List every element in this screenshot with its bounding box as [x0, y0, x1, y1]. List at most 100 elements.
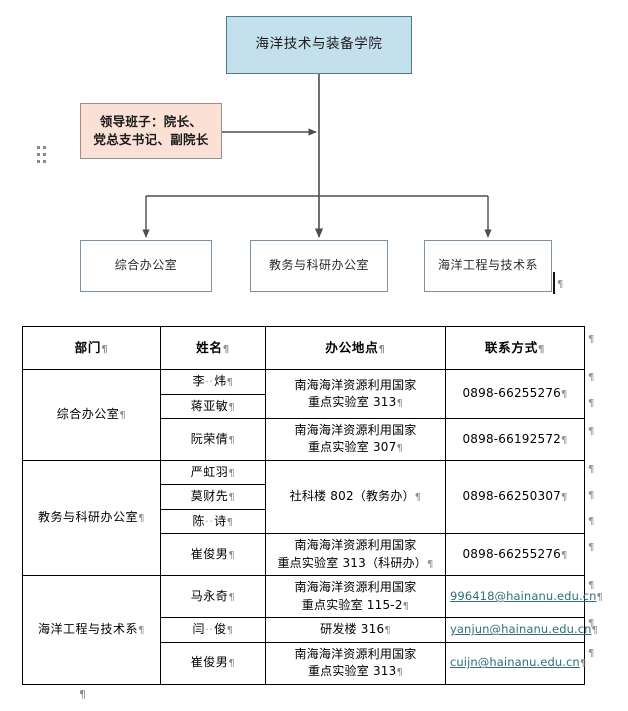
node-dept-label: 海洋工程与技术系: [437, 258, 538, 273]
place-line: 南海海洋资源利用国家: [294, 377, 417, 392]
cell-name: 严虹羽¶: [160, 459, 266, 486]
email-link[interactable]: yanjun@hainanu.edu.cn: [450, 622, 592, 637]
paragraph-mark-icon: ¶: [588, 618, 595, 629]
node-dept-marine-engineering[interactable]: 海洋工程与技术系: [424, 240, 552, 292]
cell-name: 蒋亚敏¶: [160, 393, 266, 419]
table-row: 崔俊男¶ 南海海洋资源利用国家重点实验室 313¶ cuijn@hainanu.…: [23, 641, 587, 685]
place-line: 重点实验室 307: [307, 440, 397, 455]
paragraph-mark-icon: ¶: [561, 492, 568, 504]
cell-department: 综合办公室¶: [22, 369, 161, 461]
cell-office-location: 南海海洋资源利用国家重点实验室 313（科研办）¶: [265, 533, 446, 577]
paragraph-mark-icon: ¶: [561, 550, 568, 562]
paragraph-mark-icon: ¶: [588, 426, 595, 437]
paragraph-mark-icon: ¶: [414, 492, 422, 504]
paragraph-mark-icon: ¶: [79, 688, 86, 701]
cell-contact: yanjun@hainanu.edu.cn¶: [445, 617, 598, 643]
table-row: 蒋亚敏¶: [23, 393, 585, 419]
drag-dot: [37, 146, 40, 149]
paragraph-mark-icon: ¶: [228, 492, 236, 504]
paragraph-mark-icon: ¶: [228, 467, 236, 479]
paragraph-mark-icon: ¶: [228, 658, 236, 670]
cell-office-location: 南海海洋资源利用国家重点实验室 115-2¶: [265, 575, 446, 619]
cell-contact: 0898-66250307¶: [445, 459, 585, 535]
node-dept-general-office[interactable]: 综合办公室: [80, 240, 212, 292]
paragraph-mark-icon: ¶: [588, 516, 595, 527]
name-text: 陈: [192, 513, 206, 528]
space-dots: ··: [205, 514, 215, 528]
name-text: 阮荣倩: [190, 431, 229, 446]
org-flowchart: 海洋技术与装备学院 领导班子：院长、 党总支书记、副院长 综合办公室 教务与科研…: [0, 0, 628, 318]
table-row: 教务与科研办公室¶ 严虹羽¶ 社科楼 802（教务办）¶ 0898-662503…: [22, 459, 585, 577]
paragraph-mark-icon: ¶: [588, 464, 595, 475]
department-text: 海洋工程与技术系: [38, 622, 139, 637]
place-line: 研发楼 316: [320, 622, 385, 637]
name-text: 李: [192, 374, 206, 388]
phone-text: 0898-66192572: [462, 431, 561, 446]
table-row: 综合办公室¶ 李··炜¶ 南海海洋资源利用国家重点实验室 313¶ 0898-6…: [22, 369, 585, 461]
department-text: 综合办公室: [56, 407, 120, 422]
node-dept-academic-research-office[interactable]: 教务与科研办公室: [250, 240, 388, 292]
paragraph-mark-icon: ¶: [588, 334, 595, 345]
cell-name: 马永奇¶: [160, 575, 266, 619]
paragraph-mark-icon: ¶: [138, 513, 145, 525]
name-text: 蒋亚敏: [190, 398, 229, 413]
paragraph-mark-icon: ¶: [588, 372, 595, 383]
paragraph-mark-icon: ¶: [426, 558, 434, 570]
table-row: 阮荣倩¶ 南海海洋资源利用国家重点实验室 307¶ 0898-66192572¶: [23, 418, 585, 461]
header-text: 联系方式: [484, 339, 539, 355]
table-row: 莫财先¶: [23, 484, 585, 510]
email-link[interactable]: 996418@hainanu.edu.cn: [450, 588, 597, 603]
paragraph-mark-icon: ¶: [588, 398, 595, 409]
paragraph-mark-icon: ¶: [591, 625, 599, 637]
node-root-college[interactable]: 海洋技术与装备学院: [226, 16, 412, 74]
space-dots: ··: [205, 623, 215, 637]
cell-contact: cuijn@hainanu.edu.cn¶: [445, 641, 587, 685]
name-text: 俊: [214, 622, 227, 637]
cell-office-location: 社科楼 802（教务办）¶: [265, 459, 446, 535]
place-line: 南海海洋资源利用国家: [294, 580, 417, 595]
name-text: 闫: [192, 622, 206, 637]
paragraph-mark-icon: ¶: [588, 580, 595, 591]
table-row: 闫··俊¶ 研发楼 316¶ yanjun@hainanu.edu.cn¶: [23, 617, 598, 643]
cell-contact: 0898-66255276¶: [445, 369, 585, 419]
paragraph-mark-icon: ¶: [228, 591, 236, 603]
cell-name: 闫··俊¶: [160, 617, 266, 643]
column-header-department: 部门¶: [22, 326, 161, 370]
node-dept-label: 教务与科研办公室: [268, 258, 369, 273]
paragraph-mark-icon: ¶: [119, 410, 127, 422]
paragraph-mark-icon: ¶: [378, 343, 386, 355]
paragraph-mark-icon: ¶: [222, 343, 230, 355]
cell-name: 莫财先¶: [160, 484, 266, 510]
place-line: 南海海洋资源利用国家: [294, 423, 417, 437]
name-text: 严虹羽: [190, 464, 229, 479]
drag-dot: [43, 153, 46, 156]
name-text: 崔俊男: [190, 547, 229, 562]
cell-department: 海洋工程与技术系¶: [22, 575, 161, 685]
paragraph-mark-icon: ¶: [396, 667, 404, 679]
place-line: 南海海洋资源利用国家: [294, 538, 417, 553]
paragraph-mark-icon: ¶: [226, 625, 234, 637]
email-link[interactable]: cuijn@hainanu.edu.cn: [450, 655, 580, 670]
header-text: 办公地点: [325, 339, 379, 355]
column-header-name: 姓名¶: [160, 326, 266, 370]
paragraph-mark-icon: ¶: [228, 401, 236, 413]
drag-handle-icon[interactable]: [37, 146, 46, 165]
paragraph-mark-icon: ¶: [226, 516, 234, 528]
place-line: 重点实验室 313: [307, 394, 397, 409]
cell-name: 阮荣倩¶: [160, 418, 266, 461]
cell-contact: 0898-66255276¶: [445, 533, 585, 577]
paragraph-mark-icon: ¶: [396, 443, 404, 455]
name-text: 炜: [214, 374, 227, 388]
drag-dot: [43, 160, 46, 163]
paragraph-mark-icon: ¶: [384, 625, 391, 637]
drag-dot: [37, 153, 40, 156]
flowchart-connectors: [142, 74, 492, 238]
phone-text: 0898-66255276: [462, 547, 561, 562]
column-header-contact: 联系方式¶: [445, 326, 585, 370]
department-text: 教务与科研办公室: [38, 510, 139, 525]
node-leadership-team[interactable]: 领导班子：院长、 党总支书记、副院长: [80, 103, 222, 159]
cell-contact: 996418@hainanu.edu.cn¶: [445, 575, 603, 619]
paragraph-mark-icon: ¶: [579, 658, 587, 670]
phone-text: 0898-66255276: [462, 386, 561, 401]
name-text: 马永奇: [190, 588, 229, 603]
